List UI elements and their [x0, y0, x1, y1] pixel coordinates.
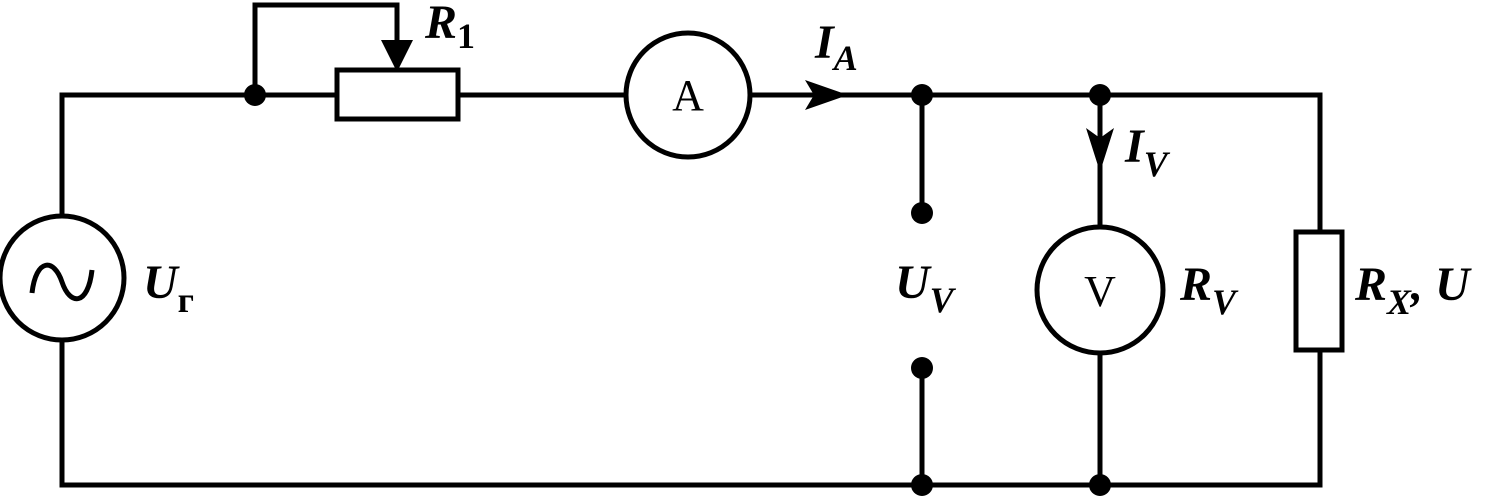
junction-dot: [911, 474, 933, 496]
voltmeter-symbol: V: [1084, 267, 1116, 316]
sine-wave-icon: [29, 262, 95, 302]
label-r1: R1: [424, 0, 475, 56]
junction-dot: [911, 84, 933, 106]
label-rv: RV: [1179, 258, 1239, 322]
ac-generator: [0, 213, 127, 343]
junction-dot: [1089, 474, 1111, 496]
rheostat-r1: [334, 40, 461, 122]
label-ia: IA: [814, 16, 858, 78]
rheostat-slider-wire: [252, 2, 400, 98]
ammeter: A: [623, 30, 753, 160]
current-arrow-ia-icon: [805, 80, 848, 110]
voltmeter: V: [1034, 224, 1166, 356]
ammeter-symbol: A: [672, 71, 704, 120]
label-uv: UV: [895, 256, 957, 320]
label-rx-u: RX, U: [1354, 258, 1472, 322]
resistor-rx: [1293, 229, 1345, 353]
rheostat-arrow-icon: [381, 40, 413, 72]
label-iv: IV: [1124, 120, 1171, 184]
junction-dot: [1089, 84, 1111, 106]
junction-dot: [244, 84, 266, 106]
terminal-dot-uv-top: [911, 202, 933, 224]
junctions: [244, 84, 1111, 496]
terminal-dot-uv-bottom: [911, 357, 933, 379]
label-ug: Uг: [143, 256, 194, 320]
current-arrow-iv-icon: [1086, 128, 1114, 172]
